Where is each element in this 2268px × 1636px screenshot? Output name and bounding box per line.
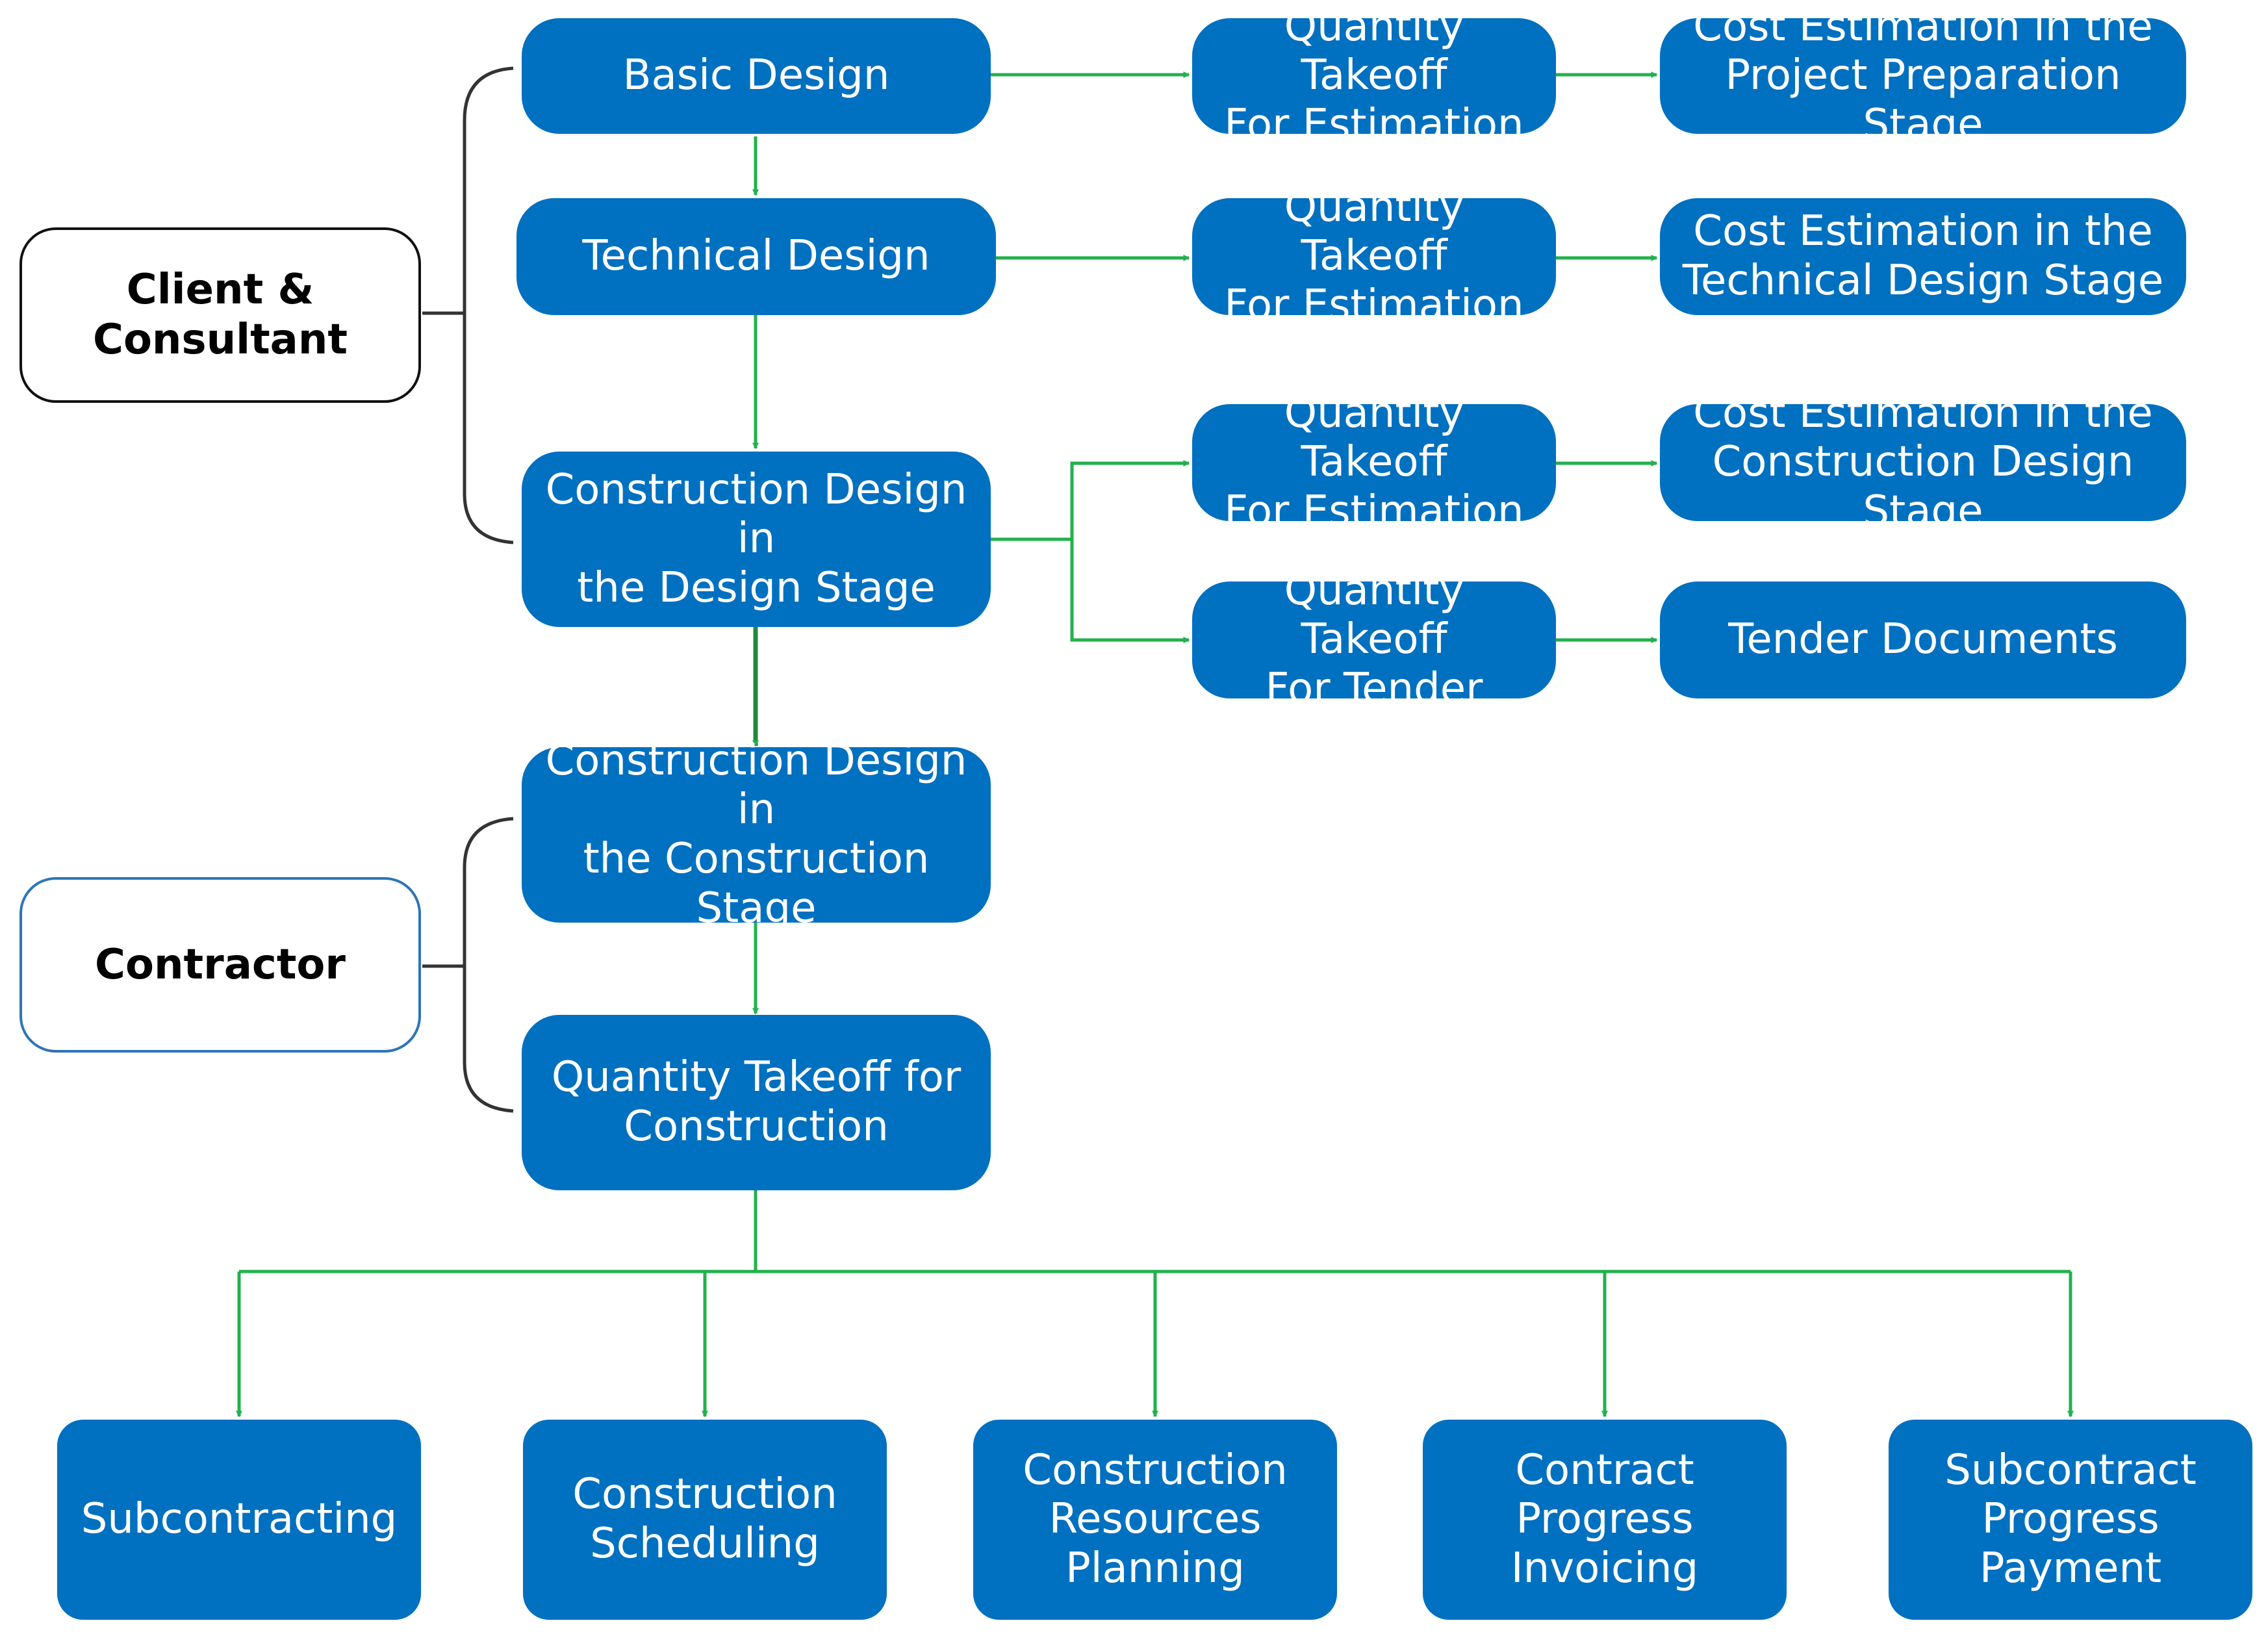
cost-estimation-project-preparation-node: Cost Estimation in the Project Preparati… <box>1660 3 2186 149</box>
client-bracket <box>463 66 514 544</box>
qto-estimation-node-1: Quantity Takeoff For Estimation <box>1192 3 1556 149</box>
tender-documents-node: Tender Documents <box>1660 582 2186 698</box>
cost-estimation-construction-design-node: Cost Estimation in the Construction Desi… <box>1660 389 2186 535</box>
cost-estimation-technical-design-node: Cost Estimation in the Technical Design … <box>1660 198 2186 315</box>
qto-estimation-node-3: Quantity Takeoff For Estimation <box>1192 389 1556 535</box>
qto-estimation-node-2: Quantity Takeoff For Estimation <box>1192 183 1556 329</box>
contractor-bracket <box>463 817 514 1113</box>
construction-scheduling-node: Construction Scheduling <box>523 1420 887 1620</box>
qto-construction-node: Quantity Takeoff for Construction <box>522 1015 991 1190</box>
construction-resources-planning-node: Construction Resources Planning <box>973 1420 1337 1620</box>
arrow-design-stage-to-qto-tender <box>1070 539 1190 643</box>
client-consultant-box: Client & Consultant <box>19 227 421 403</box>
construction-design-construction-stage-node: Construction Design in the Construction … <box>522 737 991 932</box>
arrow-design-stage-to-qto3 <box>991 460 1190 541</box>
qto-tender-node: Quantity Takeoff For Tender <box>1192 567 1556 713</box>
subcontracting-node: Subcontracting <box>57 1420 421 1620</box>
contract-progress-invoicing-node: Contract Progress Invoicing <box>1423 1420 1787 1620</box>
construction-design-design-stage-node: Construction Design in the Design Stage <box>522 452 991 627</box>
technical-design-node: Technical Design <box>516 198 996 315</box>
subcontract-progress-payment-node: Subcontract Progress Payment <box>1889 1420 2252 1620</box>
basic-design-node: Basic Design <box>522 18 991 134</box>
contractor-box: Contractor <box>19 877 421 1053</box>
